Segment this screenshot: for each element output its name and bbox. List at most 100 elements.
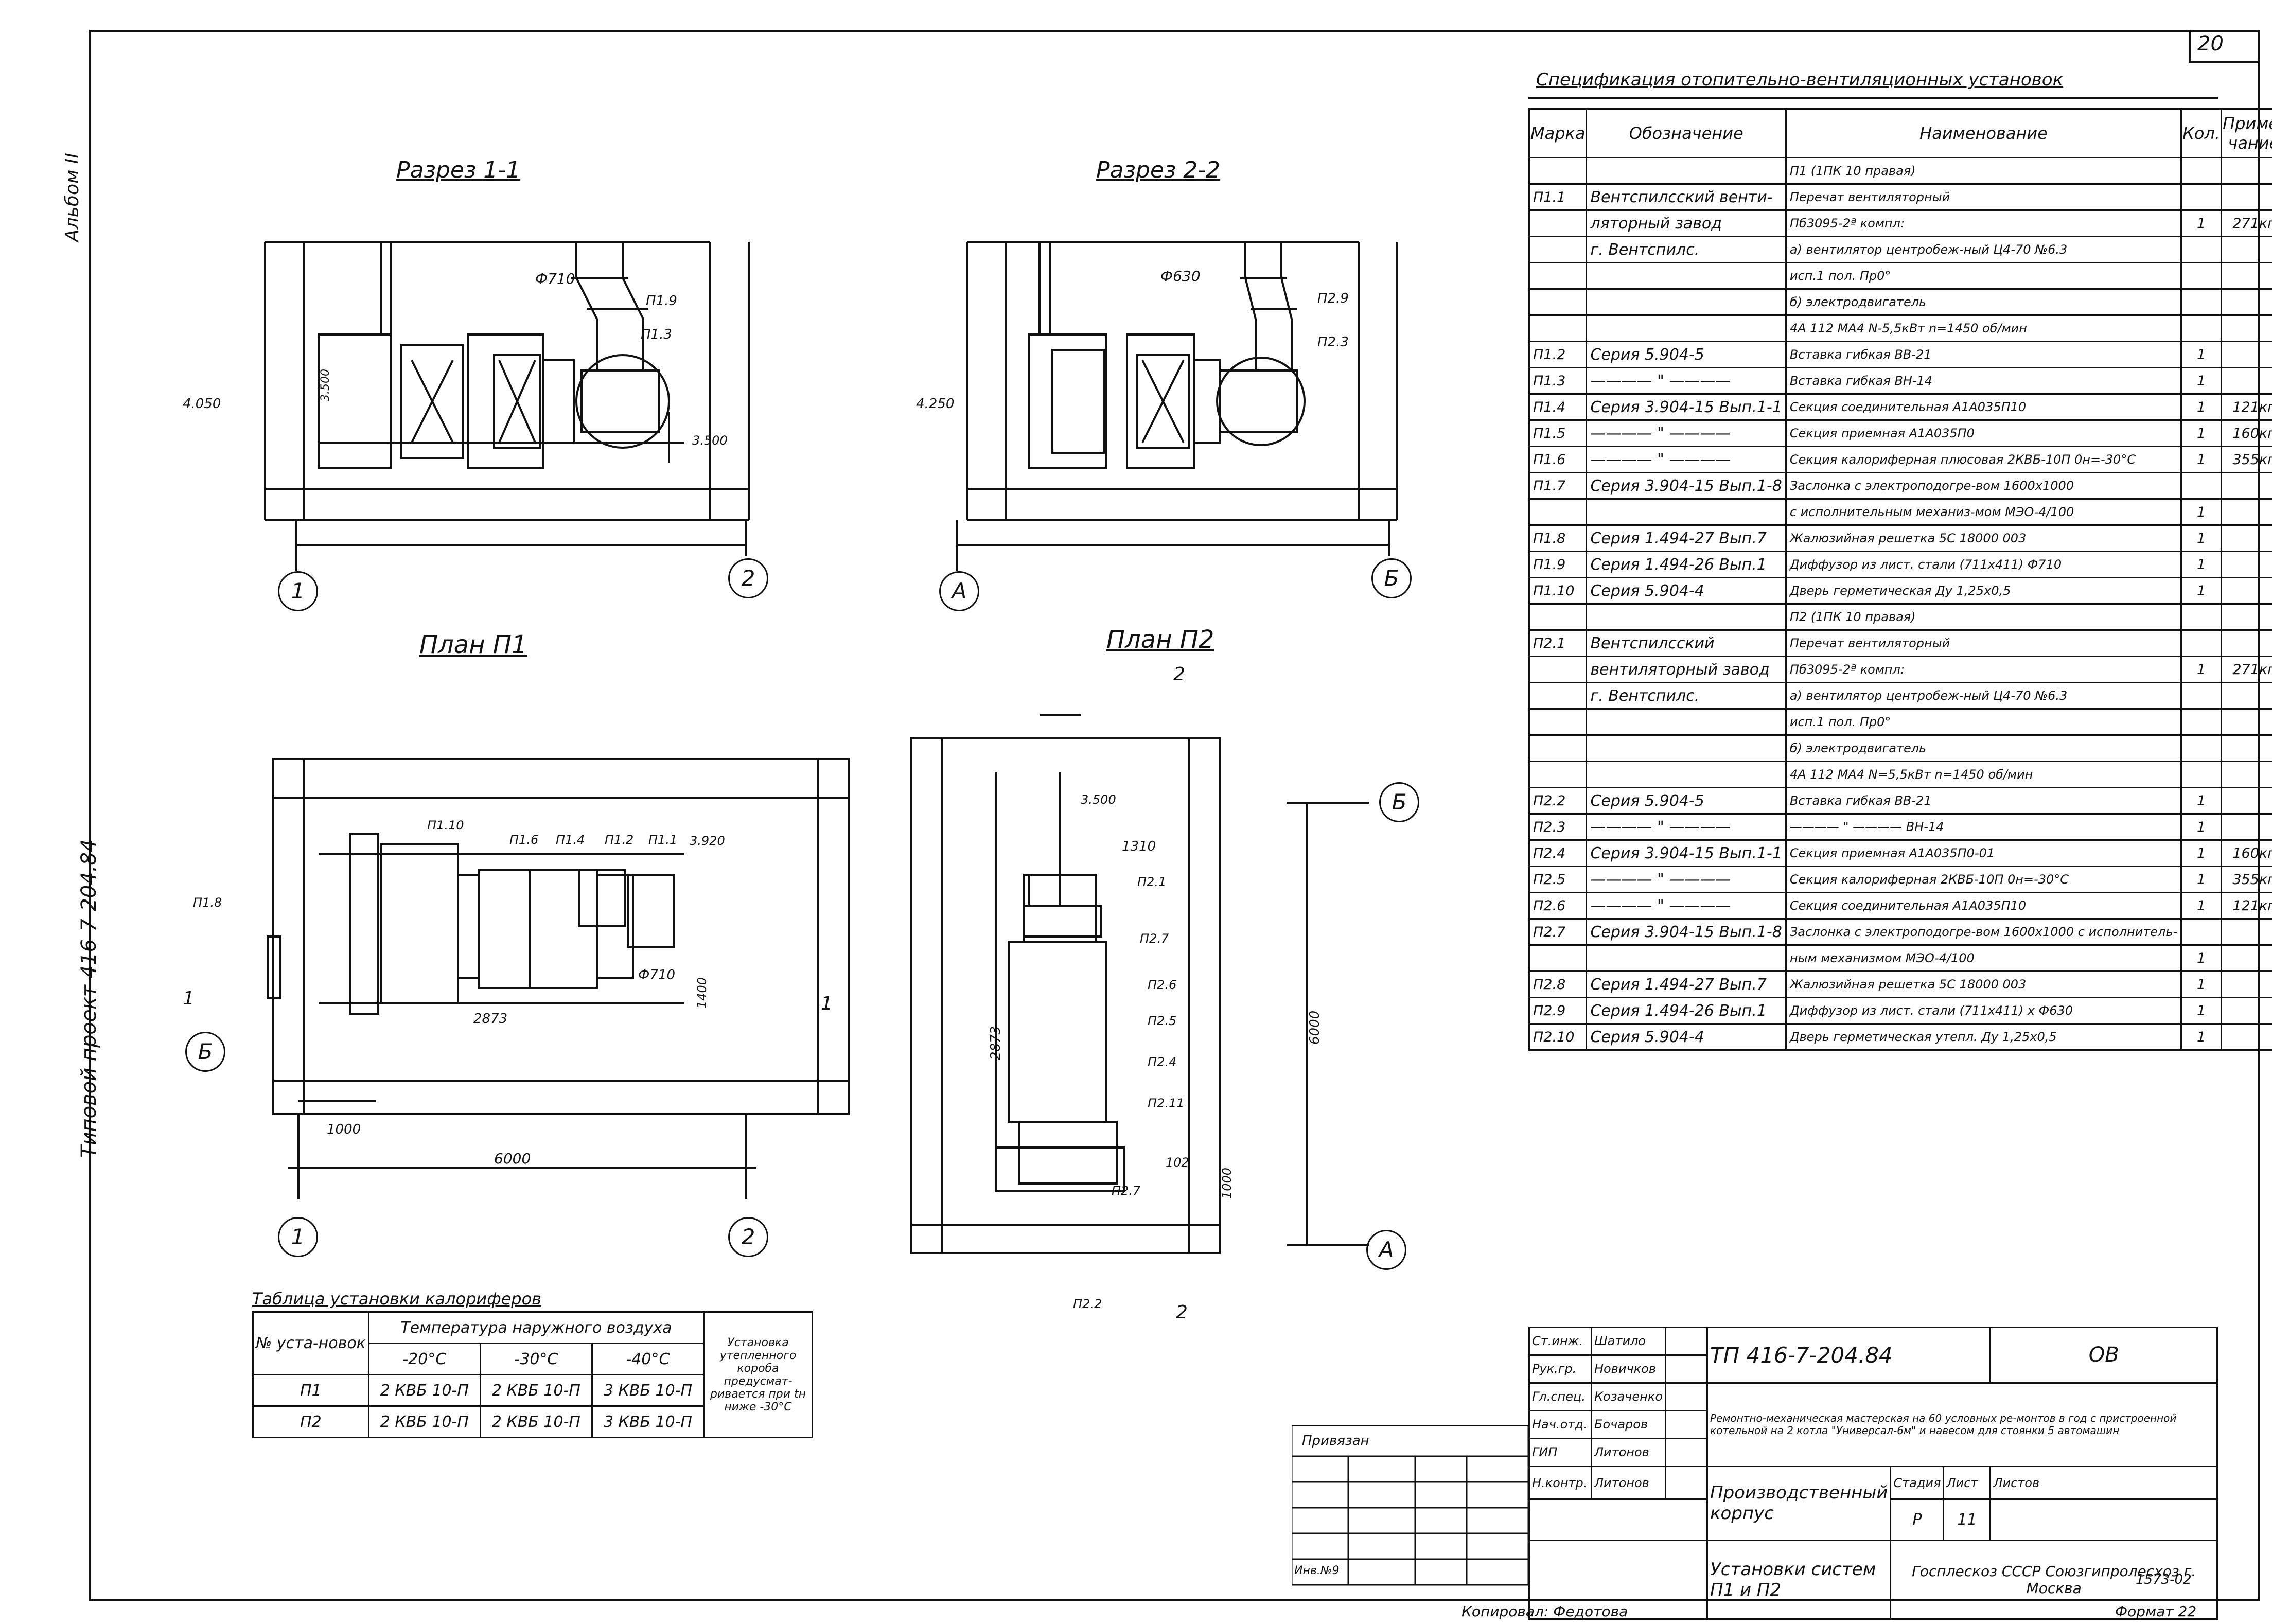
spec-cell: Дверь герметическая Ду 1,25х0,5 bbox=[1785, 577, 2182, 605]
spec-cell bbox=[2221, 341, 2272, 368]
stamp-sheets-header: Листов bbox=[1989, 1465, 2218, 1501]
spec-cell: П2.2 bbox=[1528, 787, 1588, 815]
tag-p27: П2.7 bbox=[1140, 931, 1169, 946]
spec-cell: П1.10 bbox=[1528, 577, 1588, 605]
spec-cell: г. Вентспилс. bbox=[1586, 682, 1787, 710]
heater-temp-20: -20°С bbox=[367, 1343, 481, 1375]
tag-p27b: П2.7 bbox=[1112, 1184, 1141, 1198]
spec-cell bbox=[2221, 524, 2272, 552]
spec-title: Спецификация отопительно-вентиляционных … bbox=[1536, 69, 2064, 90]
tag-p16: П1.6 bbox=[509, 833, 539, 847]
heater-table: № уста-новок Температура наружного возду… bbox=[252, 1311, 813, 1438]
stamp-building: Производственный корпус bbox=[1706, 1465, 1892, 1542]
stamp-mark: ОВ bbox=[1989, 1327, 2218, 1384]
spec-cell: П2.10 bbox=[1528, 1023, 1588, 1051]
spec-cell bbox=[2221, 682, 2272, 710]
spec-cell bbox=[1586, 708, 1787, 736]
stamp-role-3: Гл.спец. bbox=[1528, 1382, 1592, 1411]
spec-cell: П1.1 bbox=[1528, 183, 1588, 211]
sheet-number: 20 bbox=[2197, 32, 2224, 56]
spec-cell: Вставка гибкая ВВ-21 bbox=[1785, 341, 2182, 368]
stamp-sheet: 11 bbox=[1943, 1498, 1992, 1541]
dim-d630: Ф630 bbox=[1160, 268, 1201, 285]
axis-1b: 1 bbox=[278, 1217, 318, 1257]
heater-row-2-c1: 2 КВБ 10-П bbox=[367, 1405, 481, 1438]
spec-cell bbox=[1528, 314, 1588, 342]
section-2-2-drawing bbox=[956, 241, 1398, 571]
spec-cell: 355кг bbox=[2221, 446, 2272, 473]
spec-cell: П2 (1ПК 10 правая) bbox=[1785, 603, 2182, 631]
section-2-title: Разрез 2-2 bbox=[1096, 157, 1221, 183]
spec-cell: Серия 3.904-15 Вып.1-1 bbox=[1586, 839, 1787, 867]
spec-row: П2.6———— " ————Секция соединительная А1А… bbox=[1528, 892, 2272, 920]
spec-cell: Перечат вентиляторный bbox=[1785, 629, 2182, 657]
stamp-name-4: Бочаров bbox=[1590, 1409, 1667, 1439]
spec-cell: ным механизмом МЭО-4/100 bbox=[1785, 944, 2182, 972]
stamp-name-2: Новичков bbox=[1590, 1354, 1667, 1384]
spec-cell bbox=[1586, 262, 1787, 290]
axis-bb: Б bbox=[185, 1032, 225, 1072]
dim-lvl1: 4.050 bbox=[183, 396, 221, 412]
axis-a: А bbox=[939, 571, 979, 611]
spec-cell bbox=[1528, 682, 1588, 710]
spec-cell: ———— " ———— bbox=[1586, 419, 1787, 447]
stamp-project-code: ТП 416-7-204.84 bbox=[1706, 1327, 1992, 1384]
spec-cell bbox=[2221, 157, 2272, 185]
dim-lvl3: 3.500 bbox=[692, 433, 728, 448]
spec-cell: Секция калориферная плюсовая 2КВБ-10П 0н… bbox=[1785, 446, 2182, 473]
spec-cell: 1 bbox=[2180, 524, 2223, 552]
spec-cell bbox=[2180, 918, 2223, 946]
spec-cell: Секция калориферная 2КВБ-10П 0н=-30°С bbox=[1785, 866, 2182, 893]
plan-p2-drawing bbox=[910, 714, 1369, 1254]
dim-lvl6: 3.920 bbox=[690, 834, 725, 848]
spec-cell bbox=[1528, 236, 1588, 263]
spec-row: 4А 112 МА4 N=5,5кВт n=1450 об/мин bbox=[1528, 761, 2272, 788]
spec-cell: П1.8 bbox=[1528, 524, 1588, 552]
spec-row: б) электродвигатель bbox=[1528, 734, 2272, 762]
spec-cell bbox=[2180, 603, 2223, 631]
spec-cell bbox=[2221, 367, 2272, 395]
tag-p19: П1.9 bbox=[646, 293, 677, 309]
spec-cell: ———— " ———— ВН-14 bbox=[1785, 813, 2182, 841]
spec-cell: Перечат вентиляторный bbox=[1785, 183, 2182, 211]
dim-lvl5: 3.500 bbox=[1081, 792, 1116, 807]
heater-temp-40: -40°С bbox=[591, 1343, 705, 1375]
stamp-org: Госплескоз СССР Союзгипролесхоз г. Москв… bbox=[1890, 1540, 2218, 1620]
spec-cell bbox=[2221, 761, 2272, 788]
tag-p14: П1.4 bbox=[556, 833, 585, 847]
dim-w6000: 6000 bbox=[494, 1150, 531, 1167]
spec-cell: 1 bbox=[2180, 551, 2223, 578]
spec-cell bbox=[2180, 236, 2223, 263]
spec-cell: П1.4 bbox=[1528, 393, 1588, 421]
spec-row: П1 (1ПК 10 правая) bbox=[1528, 157, 2272, 185]
spec-cell bbox=[1528, 656, 1588, 683]
heater-row-1-c1: 2 КВБ 10-П bbox=[367, 1374, 481, 1407]
spec-cell: ляторный завод bbox=[1586, 209, 1787, 237]
spec-cell bbox=[2221, 472, 2272, 500]
spec-cell bbox=[1528, 157, 1588, 185]
spec-cell: П2.5 bbox=[1528, 866, 1588, 893]
spec-cell: Секция приемная А1А035П0 bbox=[1785, 419, 2182, 447]
spec-header-name: Наименование bbox=[1785, 108, 2182, 158]
spec-row: б) электродвигатель bbox=[1528, 288, 2272, 316]
spec-cell bbox=[1586, 944, 1787, 972]
spec-cell: П2.8 bbox=[1528, 970, 1588, 998]
spec-cell: Диффузор из лист. стали (711х411) Ф710 bbox=[1785, 551, 2182, 578]
spec-cell bbox=[2180, 682, 2223, 710]
spec-cell: Серия 1.494-27 Вып.7 bbox=[1586, 970, 1787, 998]
spec-cell: 160кг bbox=[2221, 419, 2272, 447]
spec-cell: П1 (1ПК 10 правая) bbox=[1785, 157, 2182, 185]
spec-cell bbox=[2221, 918, 2272, 946]
spec-cell: 1 bbox=[2180, 1023, 2223, 1051]
spec-cell: Серия 1.494-26 Вып.1 bbox=[1586, 551, 1787, 578]
spec-cell: г. Вентспилс. bbox=[1586, 236, 1787, 263]
spec-cell bbox=[2180, 157, 2223, 185]
spec-cell bbox=[1586, 603, 1787, 631]
spec-cell bbox=[1528, 498, 1588, 526]
heater-note: Установка утепленного короба предусмат-р… bbox=[703, 1311, 813, 1438]
spec-cell: Серия 3.904-15 Вып.1-8 bbox=[1586, 918, 1787, 946]
section-1-title: Разрез 1-1 bbox=[396, 157, 521, 183]
